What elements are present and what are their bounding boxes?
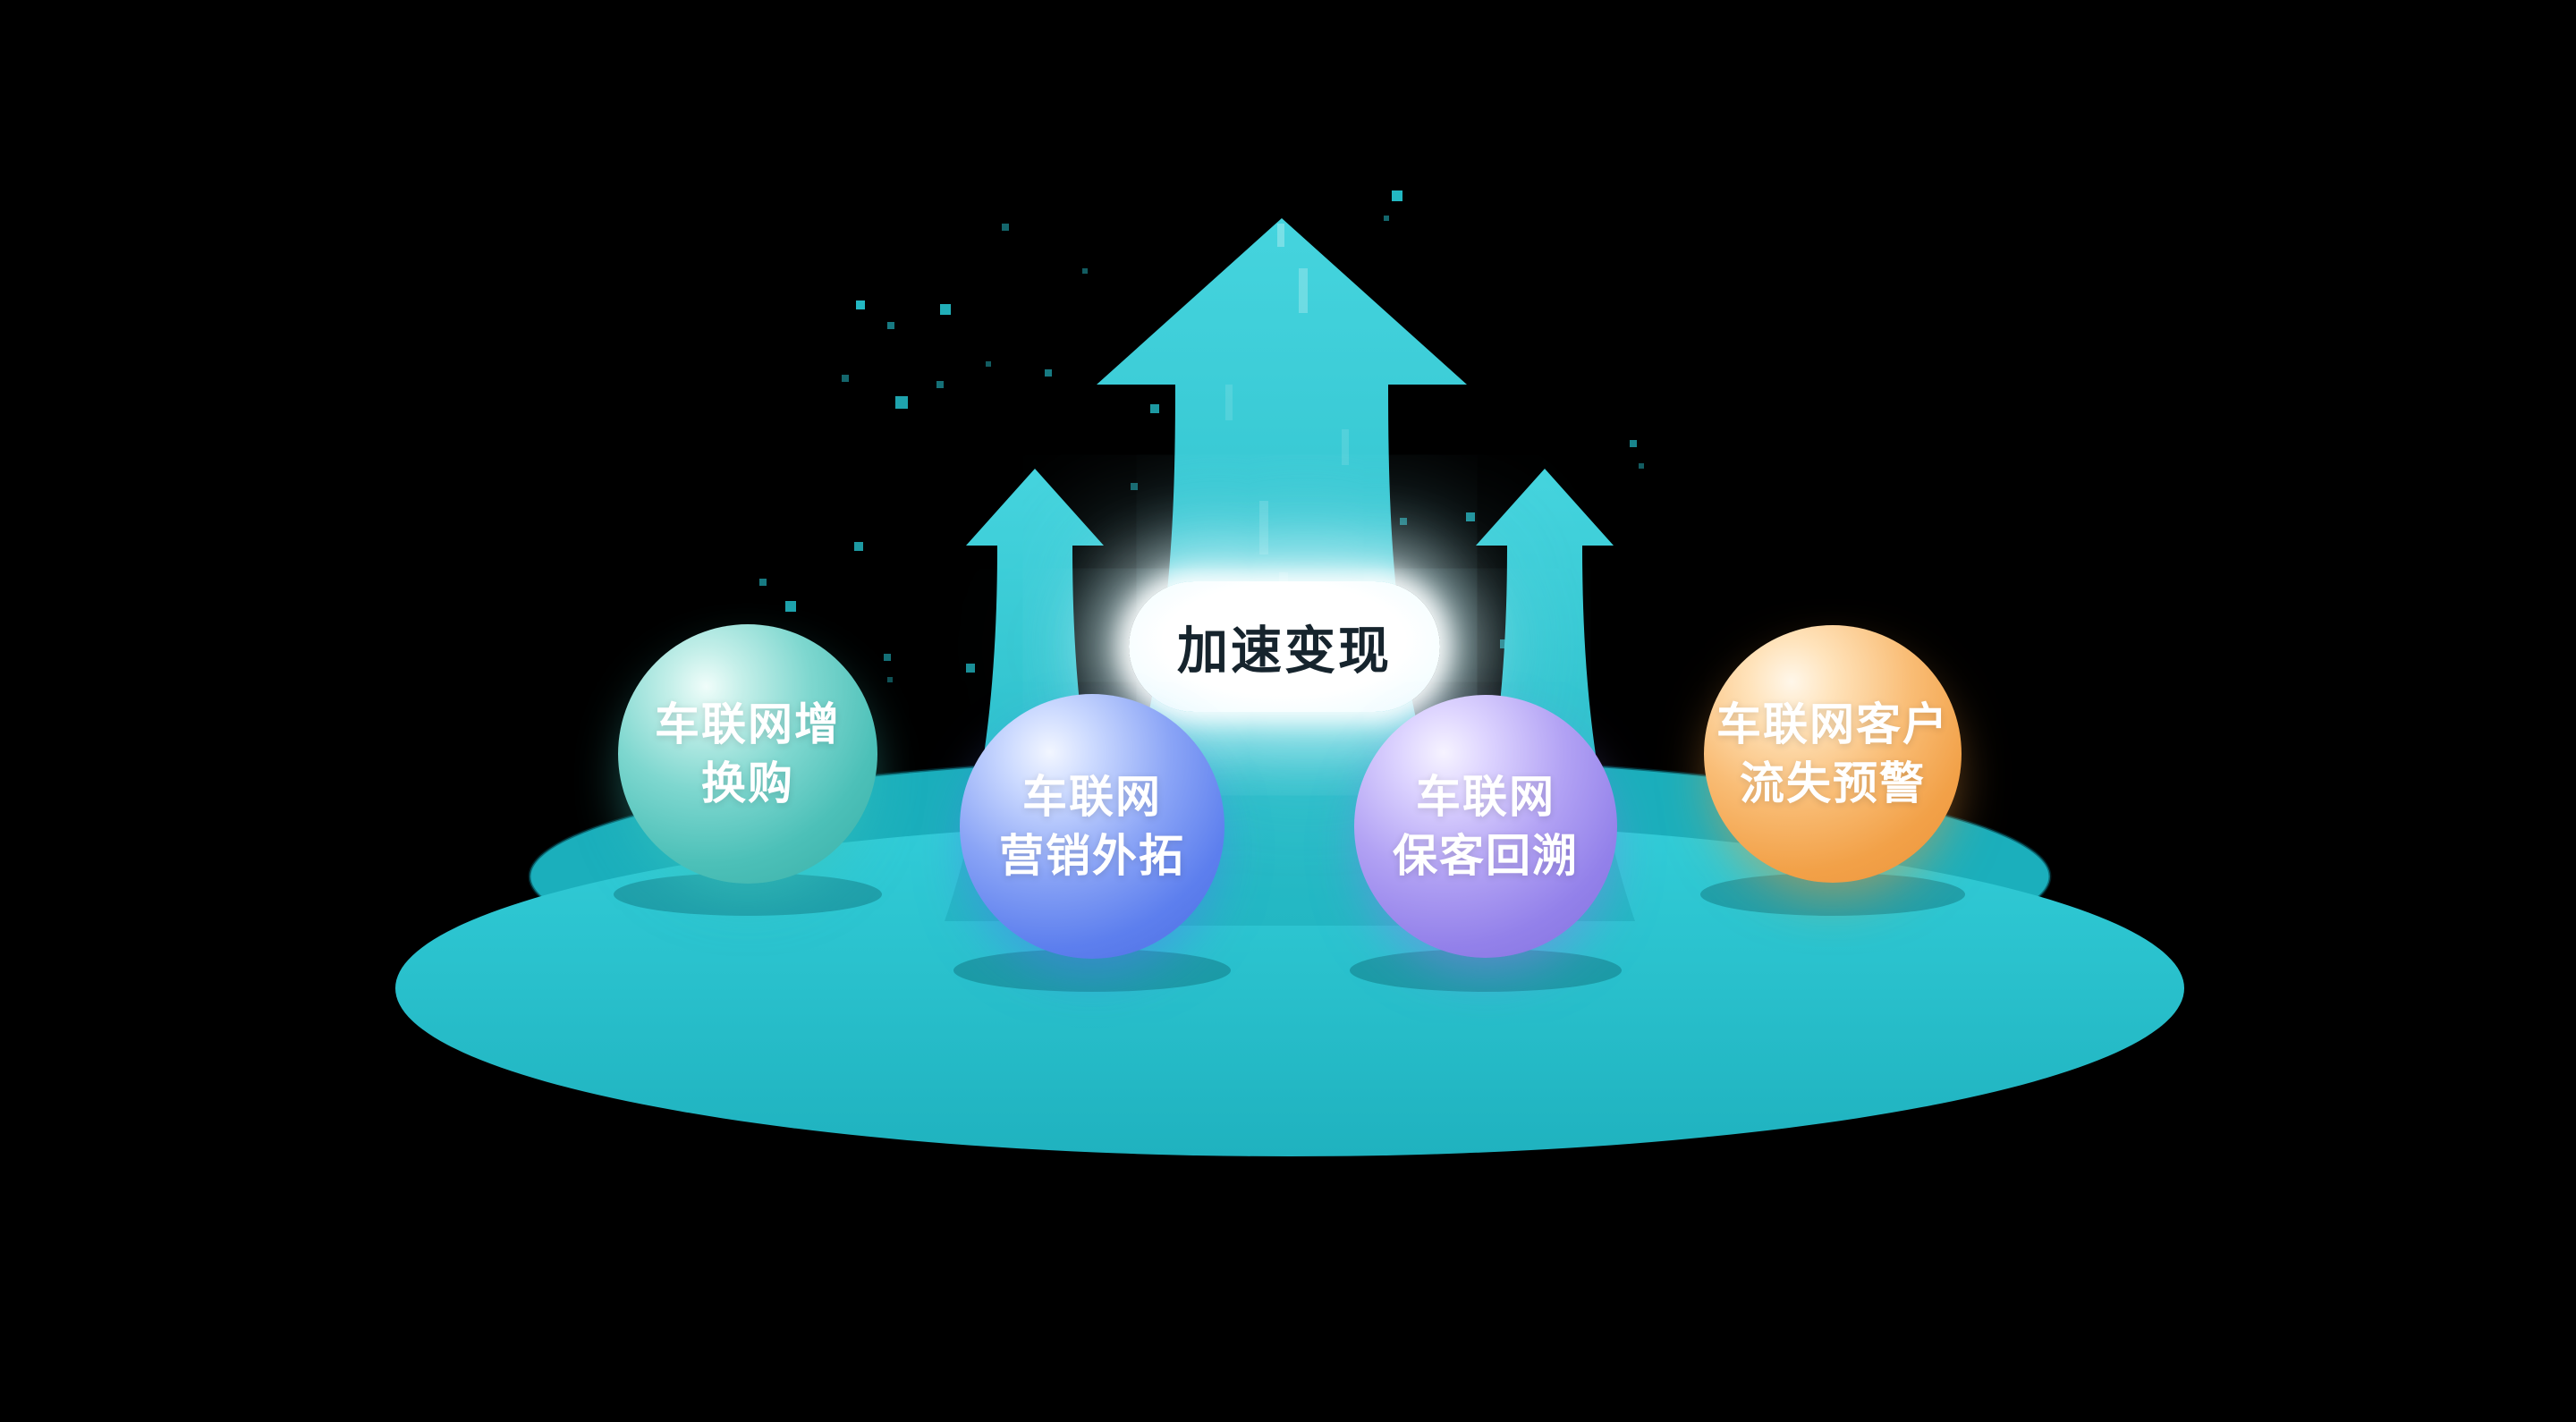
- sphere-label-line: 流失预警: [1740, 758, 1926, 808]
- platform-disc: [395, 820, 2184, 1156]
- sphere-label-line: 车联网客户: [1716, 699, 1949, 749]
- sphere-label-line: 车联网: [1022, 772, 1162, 822]
- sphere-iov-churn-warning: 车联网客户 流失预警: [1704, 625, 1962, 883]
- sphere-label-line: 车联网: [1416, 772, 1555, 822]
- sphere-label-line: 换购: [701, 758, 794, 808]
- sphere-label-line: 营销外拓: [999, 831, 1185, 881]
- center-label-text: 加速变现: [1177, 622, 1392, 680]
- sphere-label-line: 保客回溯: [1393, 831, 1579, 881]
- center-label: 加速变现: [1129, 581, 1440, 712]
- sphere-iov-marketing-expansion: 车联网 营销外拓: [960, 694, 1224, 959]
- sphere-iov-upgrade-repurchase: 车联网增 换购: [618, 624, 877, 884]
- sphere-iov-customer-retention: 车联网 保客回溯: [1354, 695, 1617, 958]
- sphere-label-line: 车联网增: [655, 699, 841, 749]
- sphere-ground-shadows: [614, 873, 1965, 992]
